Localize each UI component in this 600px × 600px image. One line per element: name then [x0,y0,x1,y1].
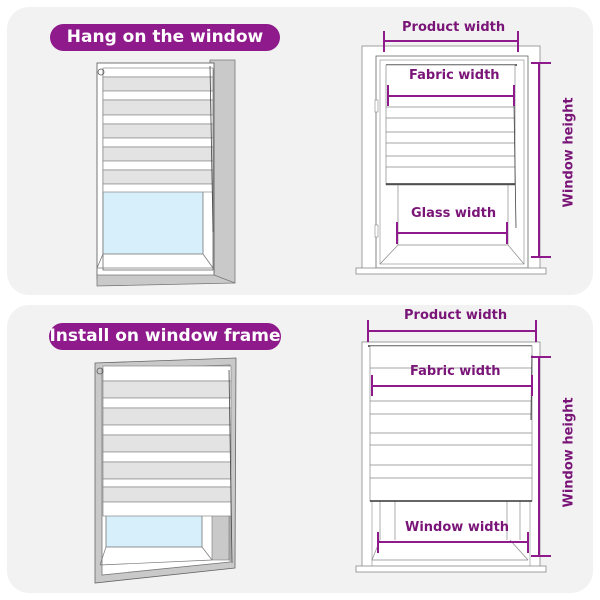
label-window-height-frame: Window height [561,397,577,508]
section-title-install: Install on window frame [49,323,281,350]
section-title-hang: Hang on the window [50,24,280,51]
label-fabric-width-frame: Fabric width [410,364,501,379]
label-product-width-hang: Product width [402,20,506,35]
label-product-width-frame: Product width [404,308,508,323]
label-glass-width: Glass width [411,206,497,221]
label-fabric-width-hang: Fabric width [409,68,500,83]
label-window-width: Window width [405,520,510,535]
